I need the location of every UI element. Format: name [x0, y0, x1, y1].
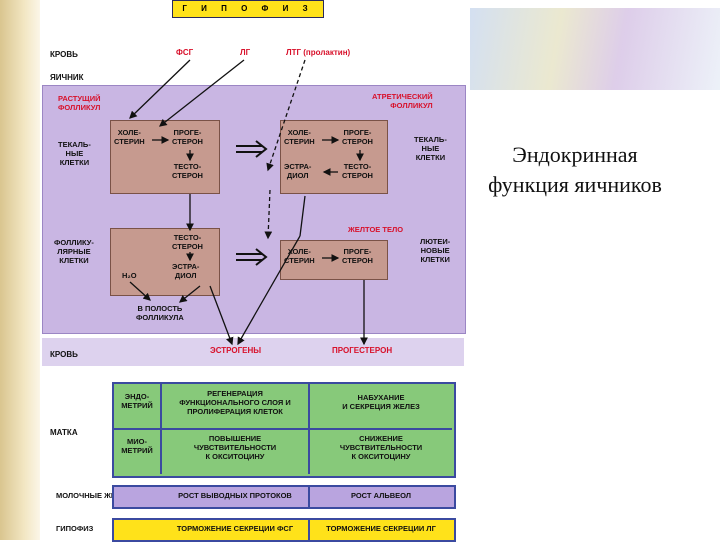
blood-band [42, 338, 464, 366]
myometrium-estrogen-effect: ПОВЫШЕНИЕ ЧУВСТВИТЕЛЬНОСТИ К ОКСИТОЦИНУ [193, 434, 277, 461]
uterus-myometrium: МИО- МЕТРИЙ [121, 437, 153, 455]
label-uterus: МАТКА [50, 428, 78, 437]
label-luteal-cells: ЛЮТЕИ- НОВЫЕ КЛЕТКИ [420, 237, 451, 264]
label-follicle-cavity: В ПОЛОСТЬ ФОЛЛИКУЛА [136, 304, 184, 322]
flower-decoration [470, 8, 720, 90]
parchment-strip [0, 0, 40, 540]
mammary-estrogen-effect: РОСТ ВЫВОДНЫХ ПРОТОКОВ [178, 491, 292, 500]
arrow-h2o-cavity [129, 281, 151, 301]
arrow-ltg-corpus [264, 189, 273, 240]
myometrium-progesterone-effect: СНИЖЕНИЕ ЧУВСТВИТЕЛЬНОСТИ К ОКСИТОЦИНУ [339, 434, 423, 461]
label-atretic-follicle: АТРЕТИЧЕСКИЙ ФОЛЛИКУЛ [372, 92, 433, 110]
arrow-fsh [129, 59, 191, 119]
mammary-divider [308, 487, 310, 507]
box3-testosterone: ТЕСТО- СТЕРОН [172, 233, 203, 251]
label-follicular-cells: ФОЛЛИКУ- ЛЯРНЫЕ КЛЕТКИ [54, 238, 94, 265]
hormone-ltg: ЛТГ (пролактин) [286, 48, 351, 57]
box2-estradiol: ЭСТРА- ДИОЛ [284, 162, 312, 180]
label-growing-follicle: РАСТУЩИЙ ФОЛЛИКУЛ [58, 94, 101, 112]
box3-estradiol: ЭСТРА- ДИОЛ [172, 262, 200, 280]
pituitary-progesterone-effect: ТОРМОЖЕНИЕ СЕКРЕЦИИ ЛГ [326, 524, 436, 533]
label-pituitary-bottom: ГИПОФИЗ [56, 524, 94, 533]
label-blood-top: КРОВЬ [50, 50, 78, 59]
label-blood-bottom: КРОВЬ [50, 350, 78, 359]
box1-progesterone: ПРОГЕ- СТЕРОН [172, 128, 203, 146]
line-estr2-down [299, 195, 306, 237]
label-mammary: МОЛОЧНЫЕ ЖЕЛЕЗЫ [56, 491, 139, 500]
mammary-progesterone-effect: РОСТ АЛЬВЕОЛ [350, 491, 412, 500]
label-ovary: ЯИЧНИК [50, 73, 84, 82]
box2-cholesterol: ХОЛЕ- СТЕРИН [284, 128, 315, 146]
hormone-fsh: ФСГ [176, 48, 194, 57]
box1-cholesterol: ХОЛЕ- СТЕРИН [114, 128, 145, 146]
hormone-lh: ЛГ [240, 48, 251, 57]
label-corpus-luteum: ЖЕЛТОЕ ТЕЛО [348, 225, 404, 234]
arrow-estr2-blood [237, 235, 301, 346]
box-theca-growing [110, 120, 220, 194]
arrow-transform-2 [236, 248, 268, 266]
pituitary-estrogen-effect: ТОРМОЖЕНИЕ СЕКРЕЦИИ ФСГ [176, 524, 294, 533]
arrow-estr-cavity [178, 285, 201, 303]
label-estrogens: ЭСТРОГЕНЫ [210, 346, 262, 355]
arrow-estr-blood [209, 285, 234, 346]
pituitary-box: Г И П О Ф И З [172, 0, 324, 18]
arrow-lh [158, 59, 245, 127]
slide-title: Эндокринная функция яичников [488, 142, 662, 197]
box4-progesterone: ПРОГЕ- СТЕРОН [342, 247, 373, 265]
mammary-row [112, 485, 456, 509]
box2-testosterone: ТЕСТО- СТЕРОН [342, 162, 373, 180]
label-theca-right: ТЕКАЛЬ- НЫЕ КЛЕТКИ [414, 135, 447, 162]
uterus-effects [112, 382, 456, 478]
pituitary-divider [308, 520, 310, 540]
label-theca-left: ТЕКАЛЬ- НЫЕ КЛЕТКИ [58, 140, 91, 167]
box-theca-atretic [280, 120, 388, 194]
box3-water: H₂O [122, 271, 137, 280]
box2-progesterone: ПРОГЕ- СТЕРОН [342, 128, 373, 146]
uterus-endometrium: ЭНДО- МЕТРИЙ [121, 392, 153, 410]
uterus-divider-h [114, 428, 452, 430]
label-progesterone: ПРОГЕСТЕРОН [332, 346, 393, 355]
box1-testosterone: ТЕСТО- СТЕРОН [172, 162, 203, 180]
endometrium-estrogen-effect: РЕГЕНЕРАЦИЯ ФУНКЦИОНАЛЬНОГО СЛОЯ И ПРОЛИ… [179, 389, 291, 416]
arrow-ltg [266, 59, 306, 172]
box-follicular [110, 228, 220, 296]
arrow-transform-1 [236, 140, 268, 158]
endometrium-progesterone-effect: НАБУХАНИЕ И СЕКРЕЦИЯ ЖЕЛЕЗ [342, 393, 420, 411]
box4-cholesterol: ХОЛЕ- СТЕРИН [284, 247, 315, 265]
